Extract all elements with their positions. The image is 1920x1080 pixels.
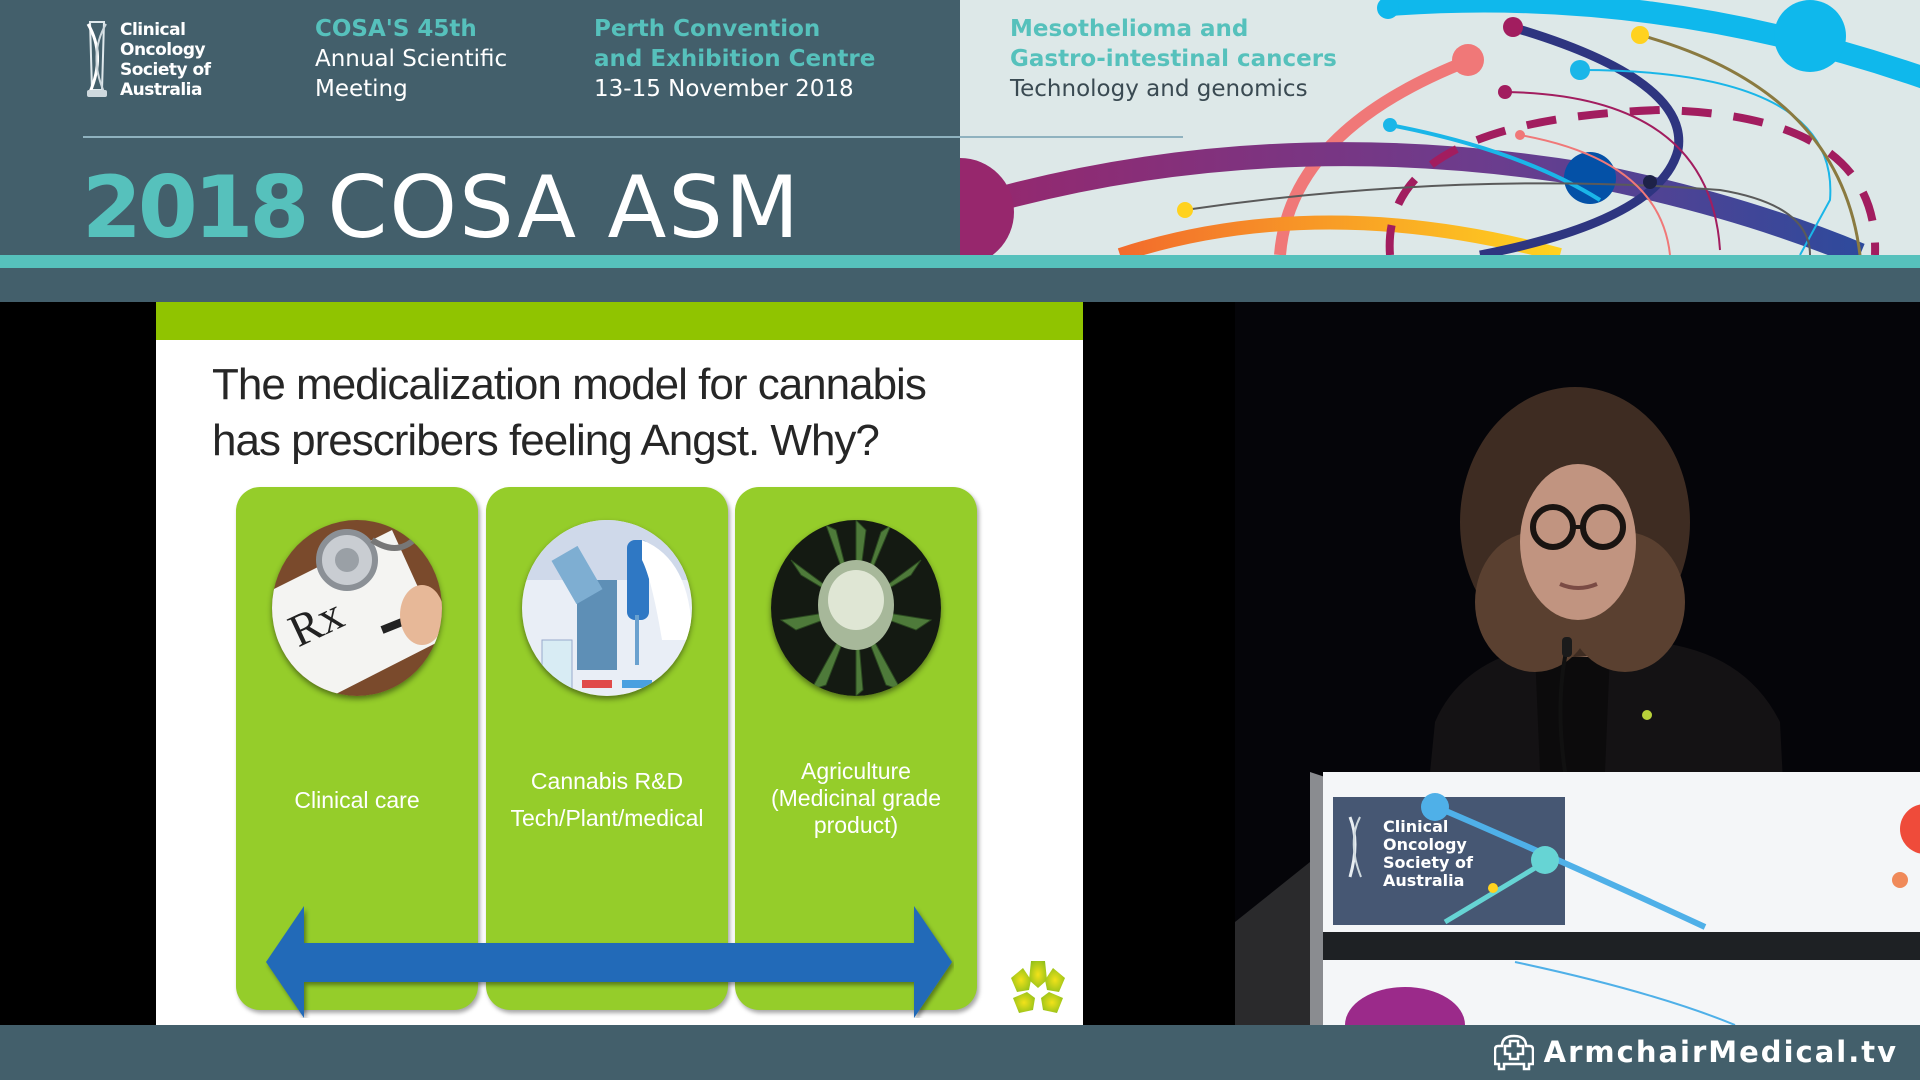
venue-line: and Exhibition Centre — [594, 46, 876, 72]
armchairmedical-brand: ArmchairMedical.tv — [1493, 1032, 1898, 1072]
speaker-video: Clinical Oncology Society of Australia — [1235, 302, 1920, 1025]
event-banner: Clinical Oncology Society of Australia C… — [0, 0, 1920, 255]
cannabis-plant-photo — [771, 520, 941, 696]
podium-sign-line: Society of — [1383, 853, 1474, 872]
podium-sign-line: Australia — [1383, 871, 1464, 890]
teal-divider — [0, 255, 1920, 268]
slide-title-line: The medicalization model for cannabis — [212, 360, 927, 409]
speaker-at-podium: Clinical Oncology Society of Australia — [1235, 387, 1920, 1025]
logo-line: Clinical — [120, 20, 186, 40]
presentation-stage: The medicalization model for cannabis ha… — [0, 302, 1920, 1025]
brand-name: ArmchairMedical.tv — [1543, 1035, 1898, 1069]
theme-line: Gastro-intestinal cancers — [1010, 46, 1337, 72]
card-cannabis-rd: Cannabis R&D Tech/Plant/medical — [486, 487, 728, 1010]
logo-line: Society of — [120, 60, 211, 80]
banner-artwork — [960, 0, 1920, 255]
venue-info: Perth Convention and Exhibition Centre 1… — [594, 14, 875, 104]
meeting-info: COSA'S 45th Annual Scientific Meeting — [315, 14, 507, 104]
meeting-highlight: COSA'S 45th — [315, 16, 477, 42]
card-clinical-care: Rx Clinical care — [236, 487, 478, 1010]
armchair-cross-icon — [1493, 1034, 1534, 1071]
card-label: Clinical care — [236, 787, 478, 814]
lab-microscope-pipette-photo — [522, 520, 692, 696]
cosa-logo: Clinical Oncology Society of Australia — [84, 20, 211, 100]
event-date: 13-15 November 2018 — [594, 76, 854, 102]
footer-bar: ArmchairMedical.tv — [0, 1025, 1920, 1080]
cosa-column-logo-icon — [86, 21, 107, 97]
card-label-line: Tech/Plant/medical — [510, 805, 704, 831]
card-label: Agriculture (Medicinal grade product) — [735, 758, 977, 839]
card-label-line: product) — [813, 812, 899, 838]
event-name: COSA ASM — [327, 158, 802, 255]
podium-sign-line: Oncology — [1383, 835, 1467, 854]
orbit-lines-graphic — [960, 0, 1920, 255]
card-agriculture: Agriculture (Medicinal grade product) — [735, 487, 977, 1010]
card-label-line: Clinical care — [294, 787, 420, 813]
card-label: Cannabis R&D Tech/Plant/medical — [486, 768, 728, 832]
card-label-line: (Medicinal grade — [770, 785, 942, 811]
double-headed-arrow-icon — [266, 906, 952, 1018]
presentation-slide: The medicalization model for cannabis ha… — [156, 302, 1083, 1025]
card-label-line: Agriculture — [801, 758, 911, 784]
header-divider — [83, 136, 1183, 138]
card-label-line: Cannabis R&D — [530, 768, 684, 794]
meeting-line: Meeting — [315, 76, 408, 102]
logo-line: Australia — [120, 80, 202, 100]
slide-title-line: has prescribers feeling Angst. Why? — [212, 416, 880, 465]
mid-band — [0, 268, 1920, 302]
venue-line: Perth Convention — [594, 16, 821, 42]
theme-info: Mesothelioma and Gastro-intestinal cance… — [1010, 14, 1337, 104]
prescription-stethoscope-photo: Rx — [272, 520, 442, 696]
slide-top-band — [156, 302, 1083, 340]
podium-sign-line: Clinical — [1383, 817, 1448, 836]
flower-logo-icon — [1011, 961, 1065, 1013]
theme-line: Mesothelioma and — [1010, 16, 1249, 42]
slide-title: The medicalization model for cannabis ha… — [212, 357, 1052, 469]
theme-subtitle: Technology and genomics — [1010, 76, 1308, 102]
event-year: 2018 — [82, 158, 309, 255]
logo-line: Oncology — [120, 40, 206, 60]
meeting-line: Annual Scientific — [315, 46, 508, 72]
